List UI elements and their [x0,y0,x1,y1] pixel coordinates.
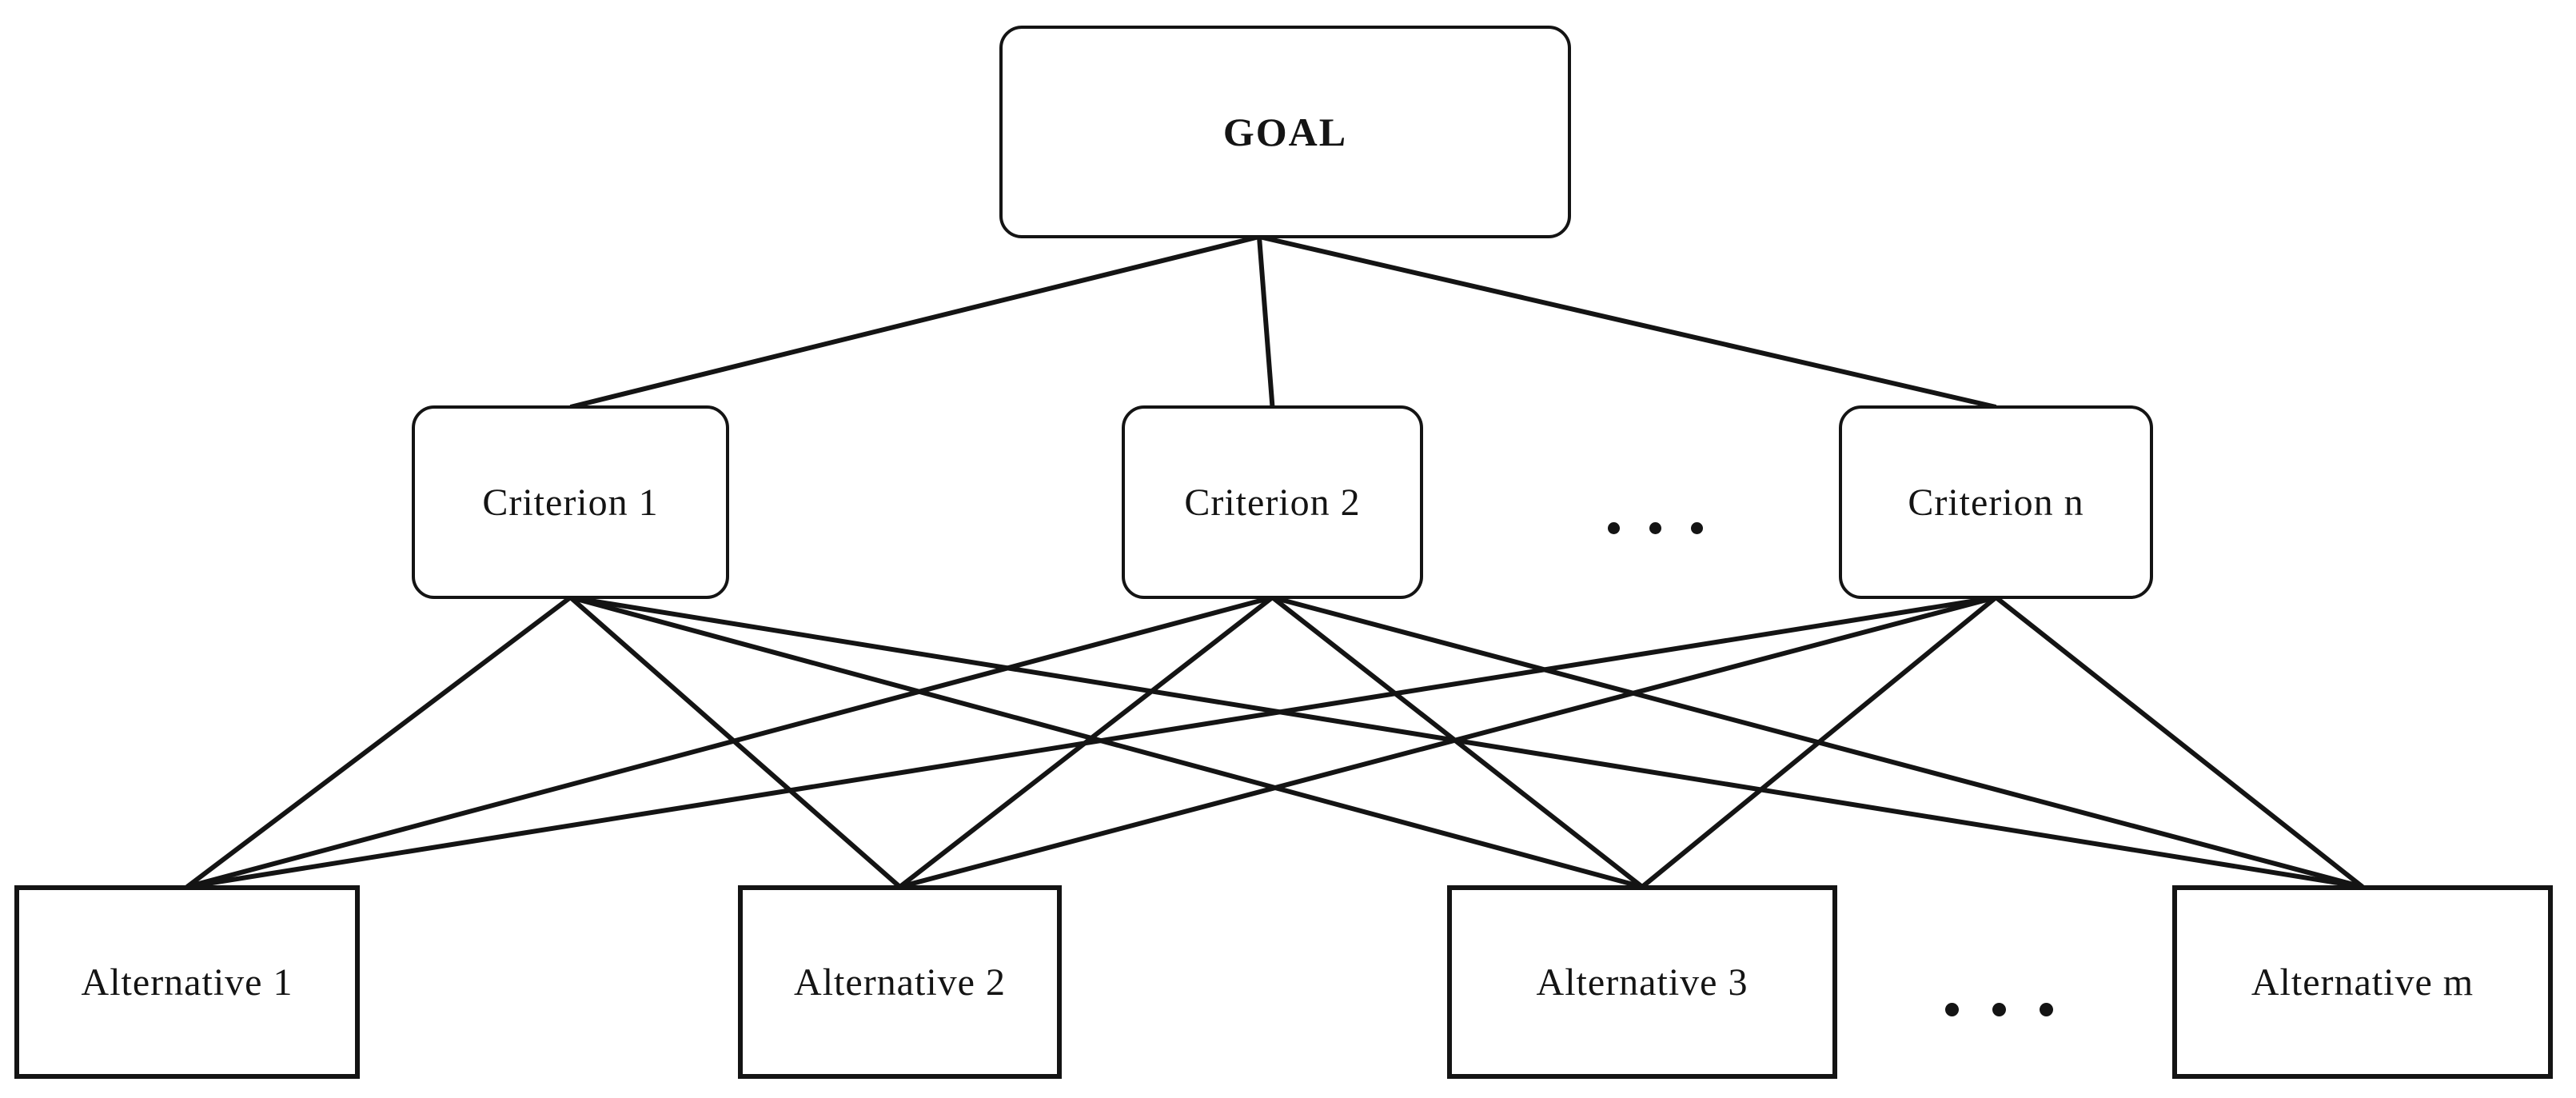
alternative-node-1-label: Alternative 1 [81,960,293,1004]
alternative-node-4: Alternative m [2172,885,2553,1079]
criterion-node-2: Criterion 2 [1122,405,1423,599]
criterion-node-3: Criterion n [1839,405,2153,599]
alternative-node-2: Alternative 2 [738,885,1062,1079]
criterion-node-1: Criterion 1 [412,405,729,599]
alternative-node-3-label: Alternative 3 [1536,960,1749,1004]
connector-line [570,595,2363,889]
ellipsis-dot [1992,1002,2006,1016]
ellipsis-dot [1690,521,1703,534]
ellipsis-dot [1649,521,1661,534]
connector-line [569,234,1260,409]
criterion-node-3-label: Criterion n [1908,481,2084,524]
criteria-ellipsis [1607,521,1703,534]
goal-node: GOAL [999,26,1571,238]
alternative-node-4-label: Alternative m [2251,960,2474,1004]
connector-line [186,595,1274,889]
connector-line [1258,234,1997,409]
connector-line [185,595,572,889]
connector-line [899,595,1997,889]
connector-line [186,595,1996,889]
ellipsis-dot [1944,1002,1959,1016]
connector-line [1641,595,1998,889]
criterion-node-2-label: Criterion 2 [1184,481,1361,524]
ellipsis-dot [1607,521,1620,534]
criterion-node-1-label: Criterion 1 [482,481,659,524]
ellipsis-dot [2039,1002,2053,1016]
connector-line [1994,595,2364,889]
alternative-node-2-label: Alternative 2 [794,960,1006,1004]
connector-line [1257,236,1275,408]
alternative-node-3: Alternative 3 [1447,885,1837,1079]
alternative-node-1: Alternative 1 [14,885,360,1079]
goal-node-label: GOAL [1222,110,1348,154]
alternatives-ellipsis [1944,1002,2053,1016]
